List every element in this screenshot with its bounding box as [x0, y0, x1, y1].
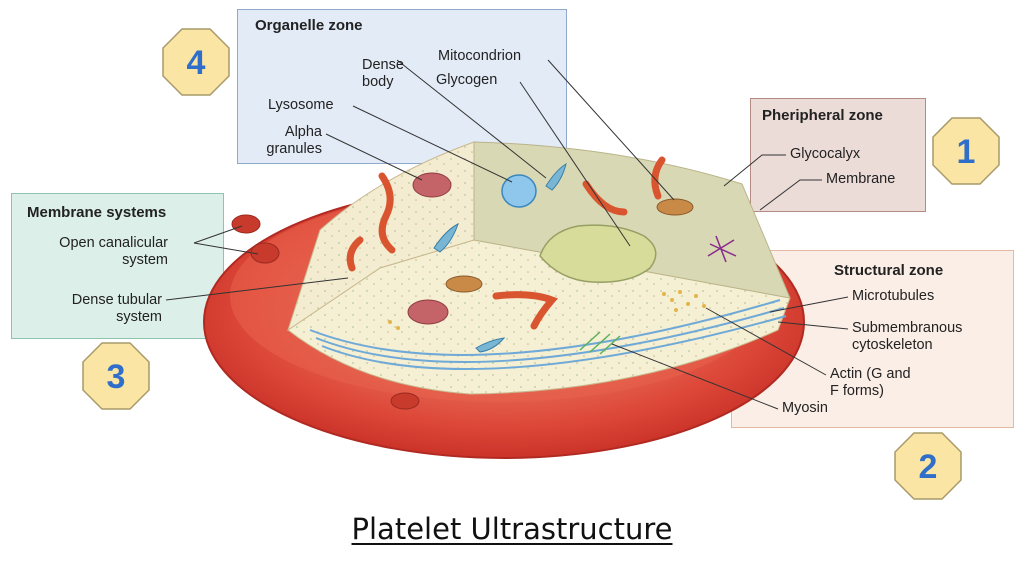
zone-badge-4: 4: [161, 27, 231, 97]
glycocalyx-label: Glycocalyx: [790, 146, 861, 162]
canalicular-opening: [231, 214, 261, 234]
peripheral-zone-title: Pheripheral zone: [762, 107, 883, 124]
lysosome-label: Lysosome: [268, 97, 334, 113]
dense-body: [475, 337, 506, 353]
mitochondrion: [445, 275, 483, 293]
actin-dots: [388, 290, 706, 330]
badge-number: 2: [919, 448, 938, 486]
lysosome: [501, 174, 537, 208]
mitochondrion: [656, 198, 694, 216]
badge-number: 3: [107, 358, 126, 396]
octagon-badge-icon: 3: [82, 342, 150, 410]
octagon-badge-icon: 2: [894, 432, 962, 500]
microtubules-label: Microtubules: [852, 288, 935, 304]
membrane-systems-zone-title: Membrane systems: [27, 204, 167, 221]
mitochondrion-label: Mitocondrion: [438, 48, 522, 64]
diagram-caption: Platelet Ultrastructure: [351, 512, 673, 546]
membrane-systems-zone-box: [11, 193, 224, 339]
dense-body: [545, 162, 567, 191]
zone-badge-1: 1: [931, 116, 1001, 186]
alpha-granules-label: Alpha granules: [266, 124, 322, 157]
actin-label: Actin (G and F forms): [830, 366, 911, 399]
glycogen-label: Glycogen: [436, 72, 498, 88]
organelle-zone-box: [237, 9, 567, 164]
octagon-badge-icon: 4: [162, 28, 230, 96]
badge-number: 4: [187, 44, 206, 82]
open-canalicular-label: Open canalicular system: [59, 235, 168, 268]
canalicular-tubes: [346, 156, 666, 330]
leader-lines: [165, 59, 849, 410]
myosin-label: Myosin: [782, 400, 828, 416]
purple-granule: [707, 235, 737, 263]
membrane-label: Membrane: [826, 171, 896, 187]
submembranous-label: Submembranous cytoskeleton: [852, 320, 963, 353]
structural-zone-title: Structural zone: [834, 262, 944, 279]
zone-badge-3: 3: [81, 341, 151, 411]
dense-tubular-label: Dense tubular system: [71, 292, 162, 325]
dense-body-label: Dense body: [362, 57, 404, 90]
alpha-granule: [407, 299, 449, 325]
myosin-filaments: [579, 331, 621, 355]
glycogen-cluster: [539, 224, 657, 283]
microtubule-band: [309, 299, 787, 371]
badge-number: 1: [957, 133, 976, 171]
alpha-granule: [412, 172, 452, 198]
zone-badge-2: 2: [893, 431, 963, 501]
octagon-badge-icon: 1: [932, 117, 1000, 185]
canalicular-opening: [250, 242, 280, 264]
dense-body: [433, 223, 459, 253]
canalicular-opening: [390, 392, 420, 410]
organelle-zone-title: Organelle zone: [255, 17, 363, 34]
